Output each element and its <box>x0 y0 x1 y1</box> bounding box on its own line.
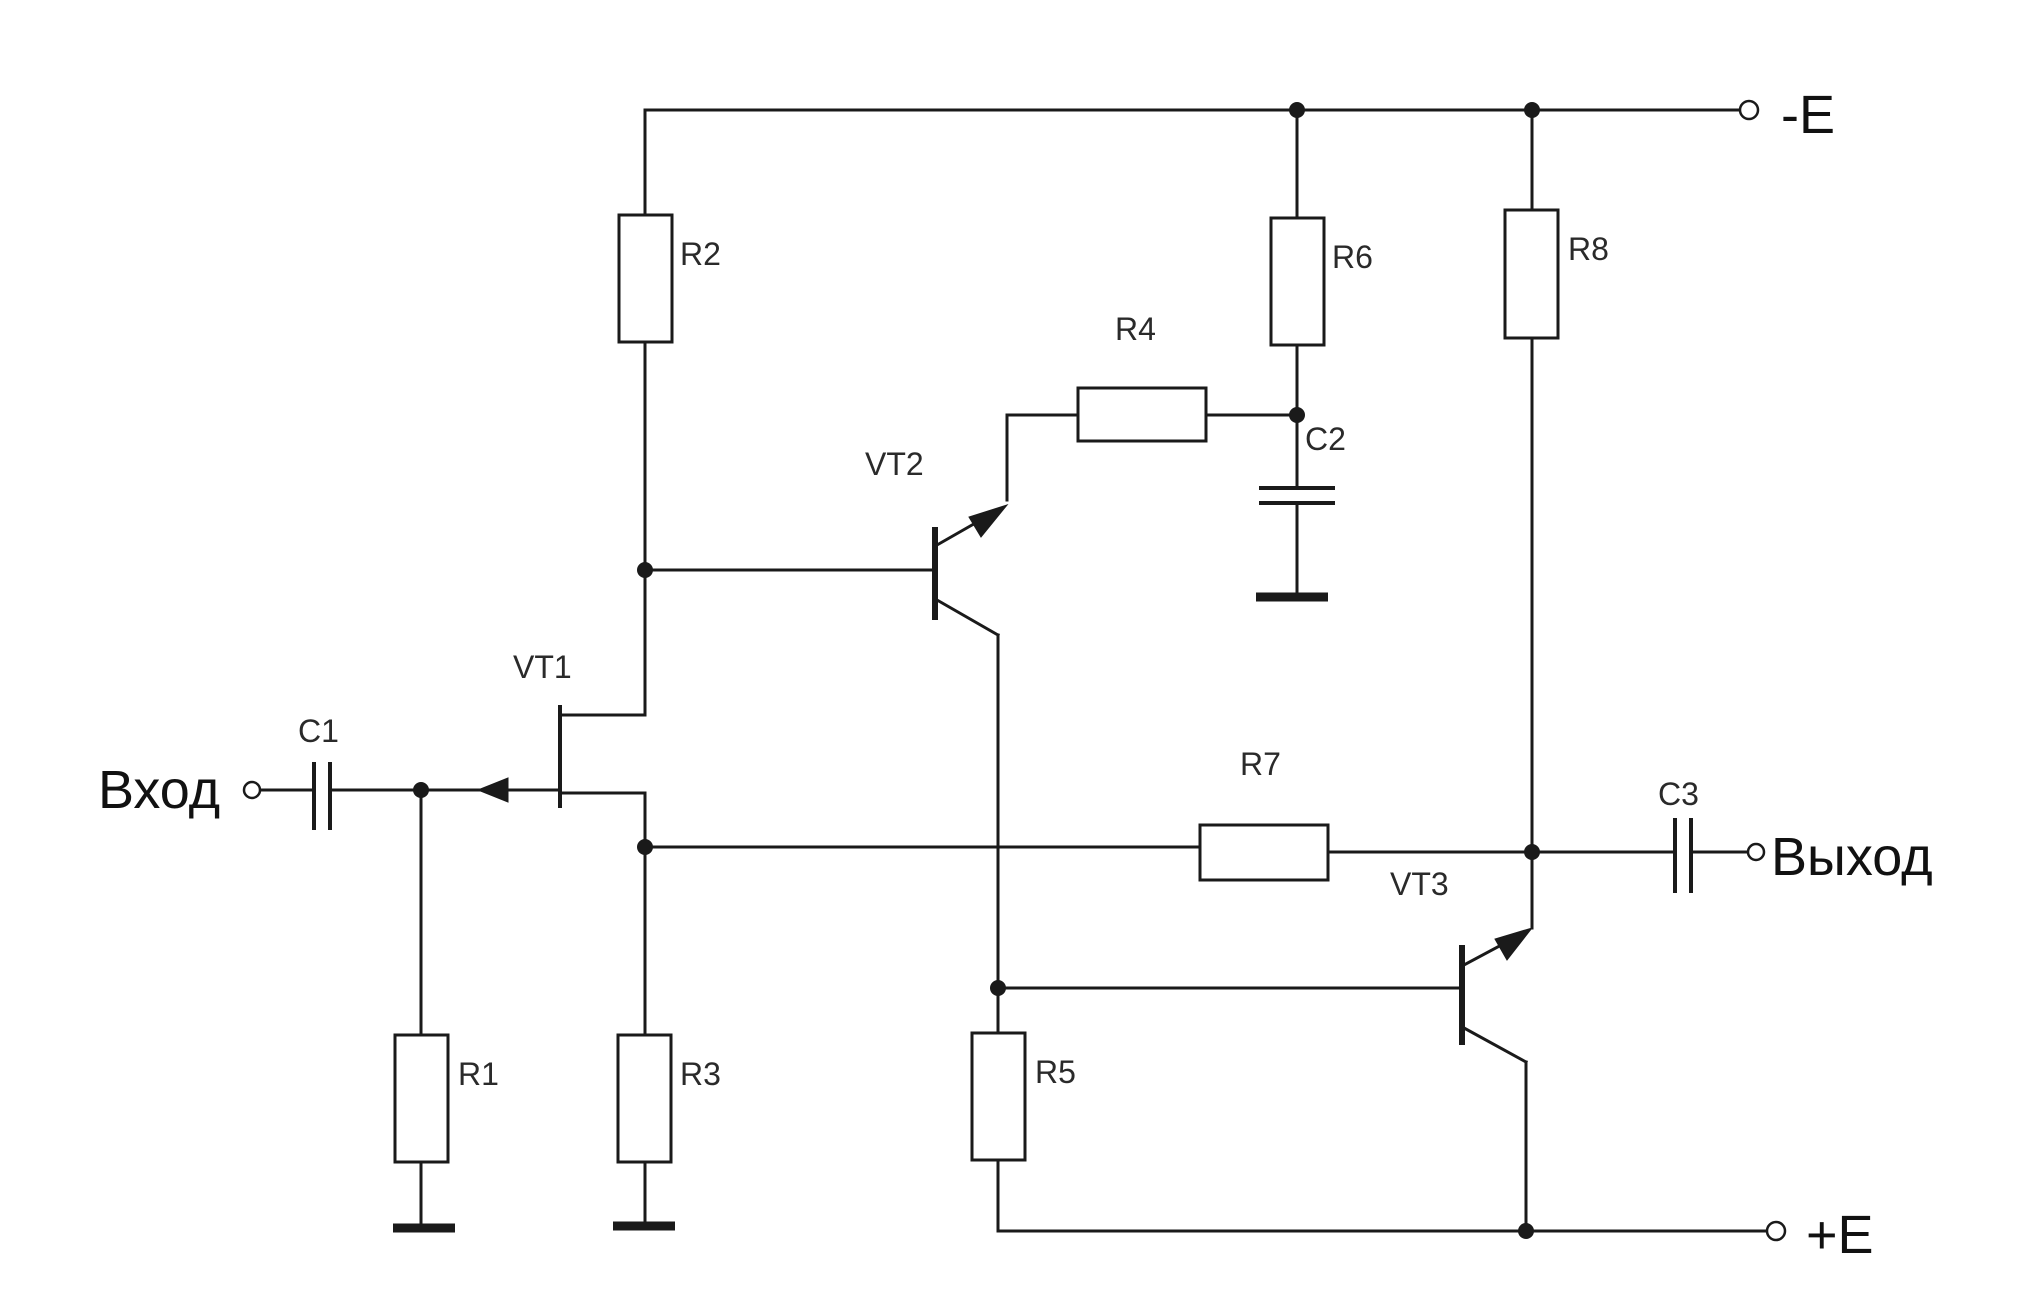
junction-dot <box>637 839 653 855</box>
vt3-collector <box>1461 1025 1529 1065</box>
junction-dot <box>1518 1223 1534 1239</box>
label-output: Выход <box>1771 827 1933 887</box>
capacitor-c3 <box>1673 818 1693 893</box>
junction-dot <box>1524 102 1540 118</box>
vt1-gate-arrow <box>476 777 509 803</box>
label-r6: R6 <box>1332 239 1373 275</box>
label-r3: R3 <box>680 1056 721 1092</box>
resistor-r4 <box>1076 386 1208 443</box>
label-vt3: VT3 <box>1390 866 1449 902</box>
transistor-vt3 <box>1459 927 1534 1065</box>
label-r5: R5 <box>1035 1054 1076 1090</box>
capacitors <box>312 486 1693 893</box>
resistors <box>393 208 1560 1164</box>
junctions <box>413 102 1540 1239</box>
vt2-emitter-arrow <box>968 504 1009 538</box>
label-minus-e: -E <box>1781 85 1835 145</box>
resistor-r6 <box>1269 216 1326 347</box>
label-c1: C1 <box>298 713 339 749</box>
vt2-collector <box>934 597 1001 638</box>
label-r8: R8 <box>1568 231 1609 267</box>
resistor-r7 <box>1198 823 1330 882</box>
label-r7: R7 <box>1240 746 1281 782</box>
terminal-plus-e <box>1765 1220 1787 1242</box>
label-vt1: VT1 <box>513 649 572 685</box>
terminal-minus-e <box>1738 99 1760 121</box>
terminal-input <box>242 780 262 800</box>
vt3-emitter-arrow <box>1494 927 1534 961</box>
junction-dot <box>637 562 653 578</box>
resistor-r2 <box>617 213 674 344</box>
resistor-r8 <box>1503 208 1560 340</box>
transistor-vt2 <box>932 504 1009 638</box>
label-r1: R1 <box>458 1056 499 1092</box>
resistor-r3 <box>616 1033 673 1164</box>
label-r4: R4 <box>1115 311 1156 347</box>
labels: -E +E Вход Выход R2 R6 R8 R4 C2 VT2 VT1 … <box>98 85 1933 1265</box>
wires <box>257 108 1778 1233</box>
label-c2: C2 <box>1305 421 1346 457</box>
junction-dot <box>990 980 1006 996</box>
label-plus-e: +E <box>1806 1205 1874 1265</box>
terminal-output <box>1746 842 1766 862</box>
label-vt2: VT2 <box>865 446 924 482</box>
junction-dot <box>1289 407 1305 423</box>
junction-dot <box>1524 844 1540 860</box>
junction-dot <box>413 782 429 798</box>
grounds <box>393 592 1328 1233</box>
resistor-r5 <box>970 1031 1027 1162</box>
label-r2: R2 <box>680 236 721 272</box>
resistor-r1 <box>393 1033 450 1164</box>
capacitor-c1 <box>312 762 332 830</box>
label-input: Вход <box>98 760 220 820</box>
terminals <box>242 99 1787 1242</box>
label-c3: C3 <box>1658 776 1699 812</box>
capacitor-c2 <box>1259 486 1335 505</box>
junction-dot <box>1289 102 1305 118</box>
transistor-vt1 <box>476 705 562 808</box>
